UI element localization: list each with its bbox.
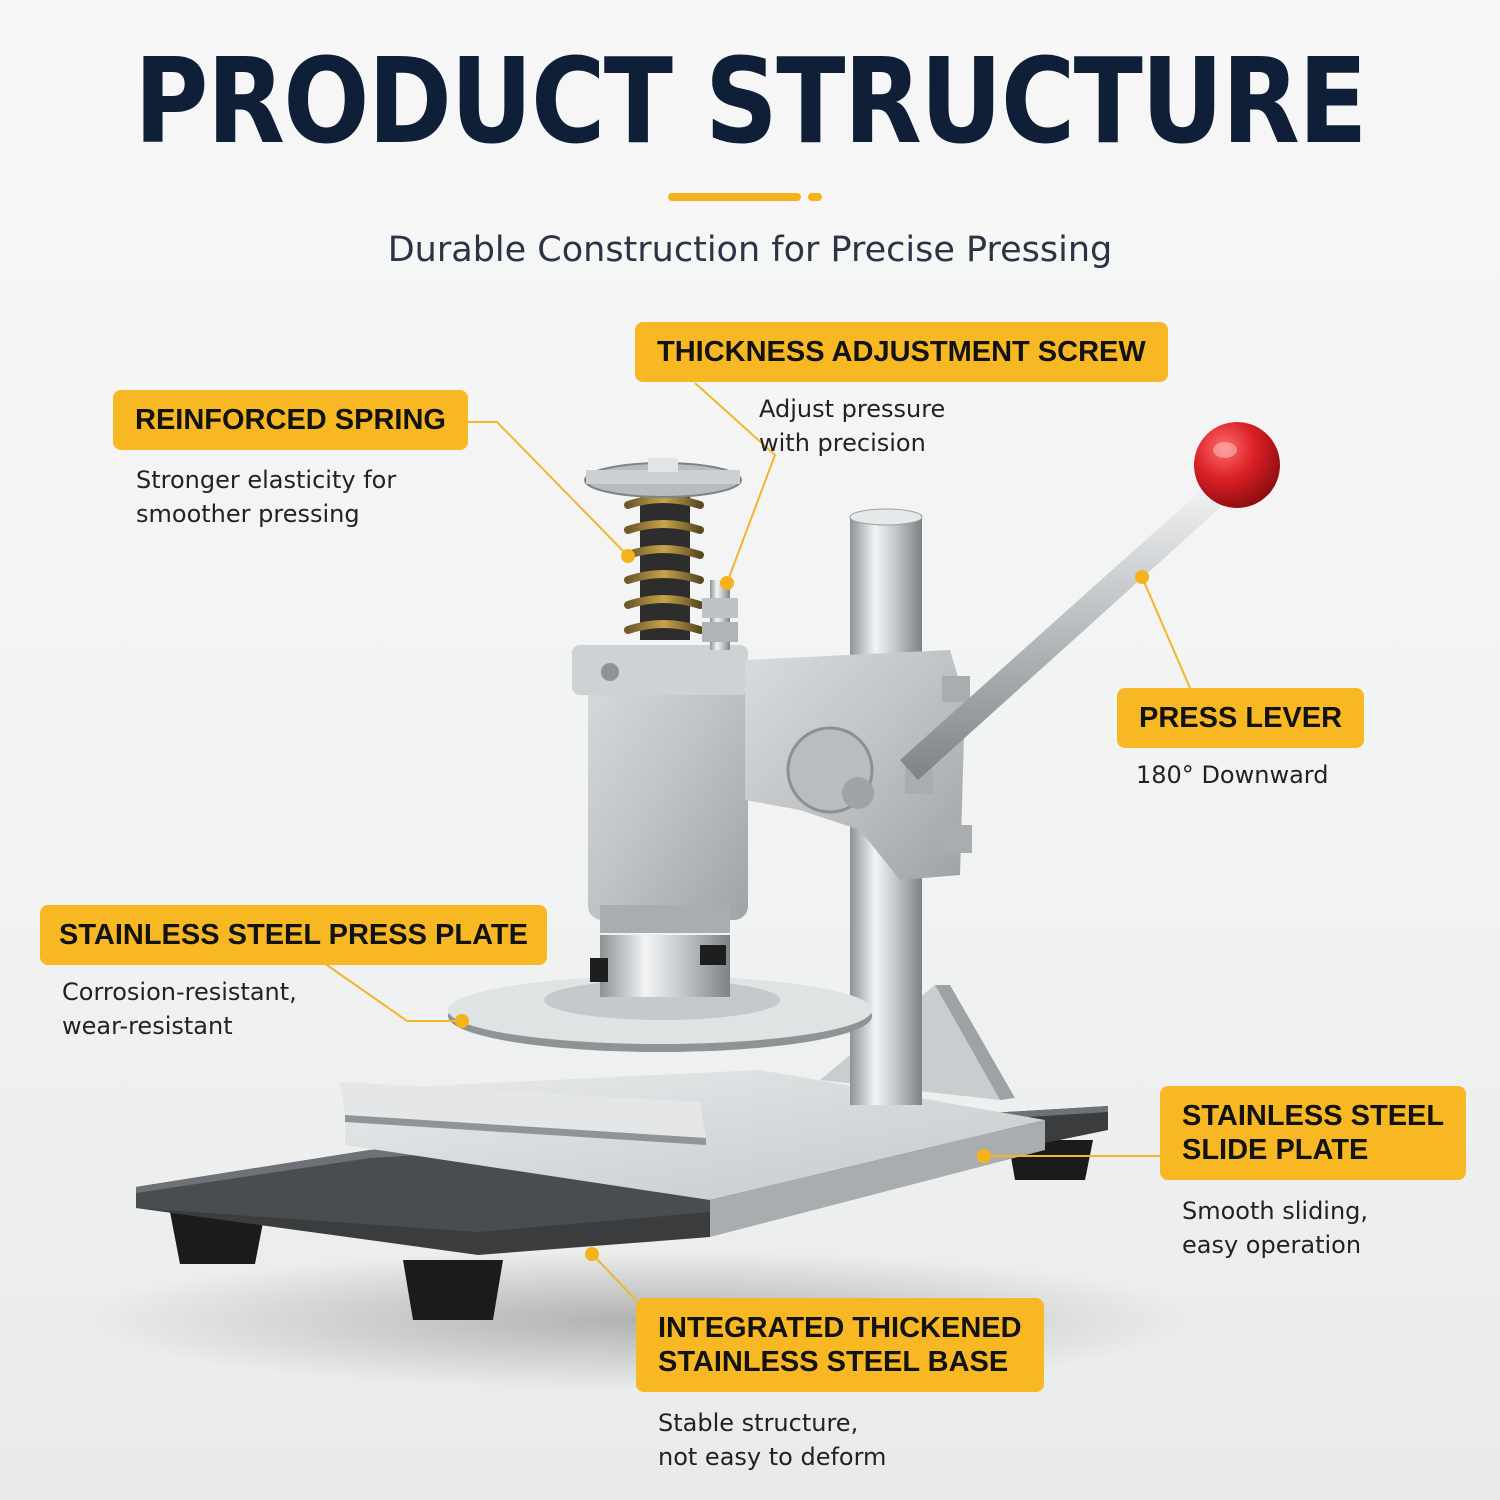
- desc-line: Corrosion-resistant,: [62, 978, 297, 1006]
- page-title: PRODUCT STRUCTURE: [134, 32, 1367, 170]
- title-divider-dot: [808, 193, 822, 201]
- callout-stainless-steel-press-plate: STAINLESS STEEL PRESS PLATE: [40, 905, 547, 965]
- callout-stainless-steel-press-plate-desc: Corrosion-resistant, wear-resistant: [62, 975, 297, 1043]
- desc-line: Smooth sliding,: [1182, 1197, 1369, 1225]
- callout-reinforced-spring-desc: Stronger elasticity for smoother pressin…: [136, 463, 396, 531]
- desc-line: Stable structure,: [658, 1409, 859, 1437]
- tag-line: STAINLESS STEEL: [1182, 1100, 1445, 1132]
- title-divider-long: [668, 193, 801, 201]
- callout-stainless-steel-slide-plate: STAINLESS STEEL SLIDE PLATE: [1160, 1086, 1467, 1180]
- page-subtitle: Durable Construction for Precise Pressin…: [387, 230, 1113, 270]
- desc-line: Adjust pressure: [759, 395, 946, 423]
- desc-line: not easy to deform: [658, 1443, 887, 1471]
- callout-integrated-stainless-steel-base: INTEGRATED THICKENED STAINLESS STEEL BAS…: [636, 1298, 1044, 1392]
- desc-line: wear-resistant: [62, 1012, 233, 1040]
- callout-thickness-adjustment-screw-desc: Adjust pressure with precision: [759, 392, 945, 460]
- callout-reinforced-spring: REINFORCED SPRING: [113, 390, 468, 450]
- callout-stainless-steel-slide-plate-desc: Smooth sliding, easy operation: [1182, 1194, 1368, 1262]
- tag-line: SLIDE PLATE: [1182, 1134, 1369, 1166]
- callout-thickness-adjustment-screw: THICKNESS ADJUSTMENT SCREW: [635, 322, 1168, 382]
- desc-line: smoother pressing: [136, 500, 360, 528]
- tag-line: STAINLESS STEEL BASE: [658, 1346, 1009, 1378]
- desc-line: easy operation: [1182, 1231, 1362, 1259]
- callout-integrated-stainless-steel-base-desc: Stable structure, not easy to deform: [658, 1406, 886, 1474]
- desc-line: with precision: [759, 429, 926, 457]
- desc-line: 180° Downward: [1136, 761, 1329, 789]
- desc-line: Stronger elasticity for: [136, 466, 397, 494]
- callout-press-lever: PRESS LEVER: [1117, 688, 1365, 748]
- tag-line: INTEGRATED THICKENED: [658, 1312, 1022, 1344]
- callout-press-lever-desc: 180° Downward: [1136, 758, 1328, 792]
